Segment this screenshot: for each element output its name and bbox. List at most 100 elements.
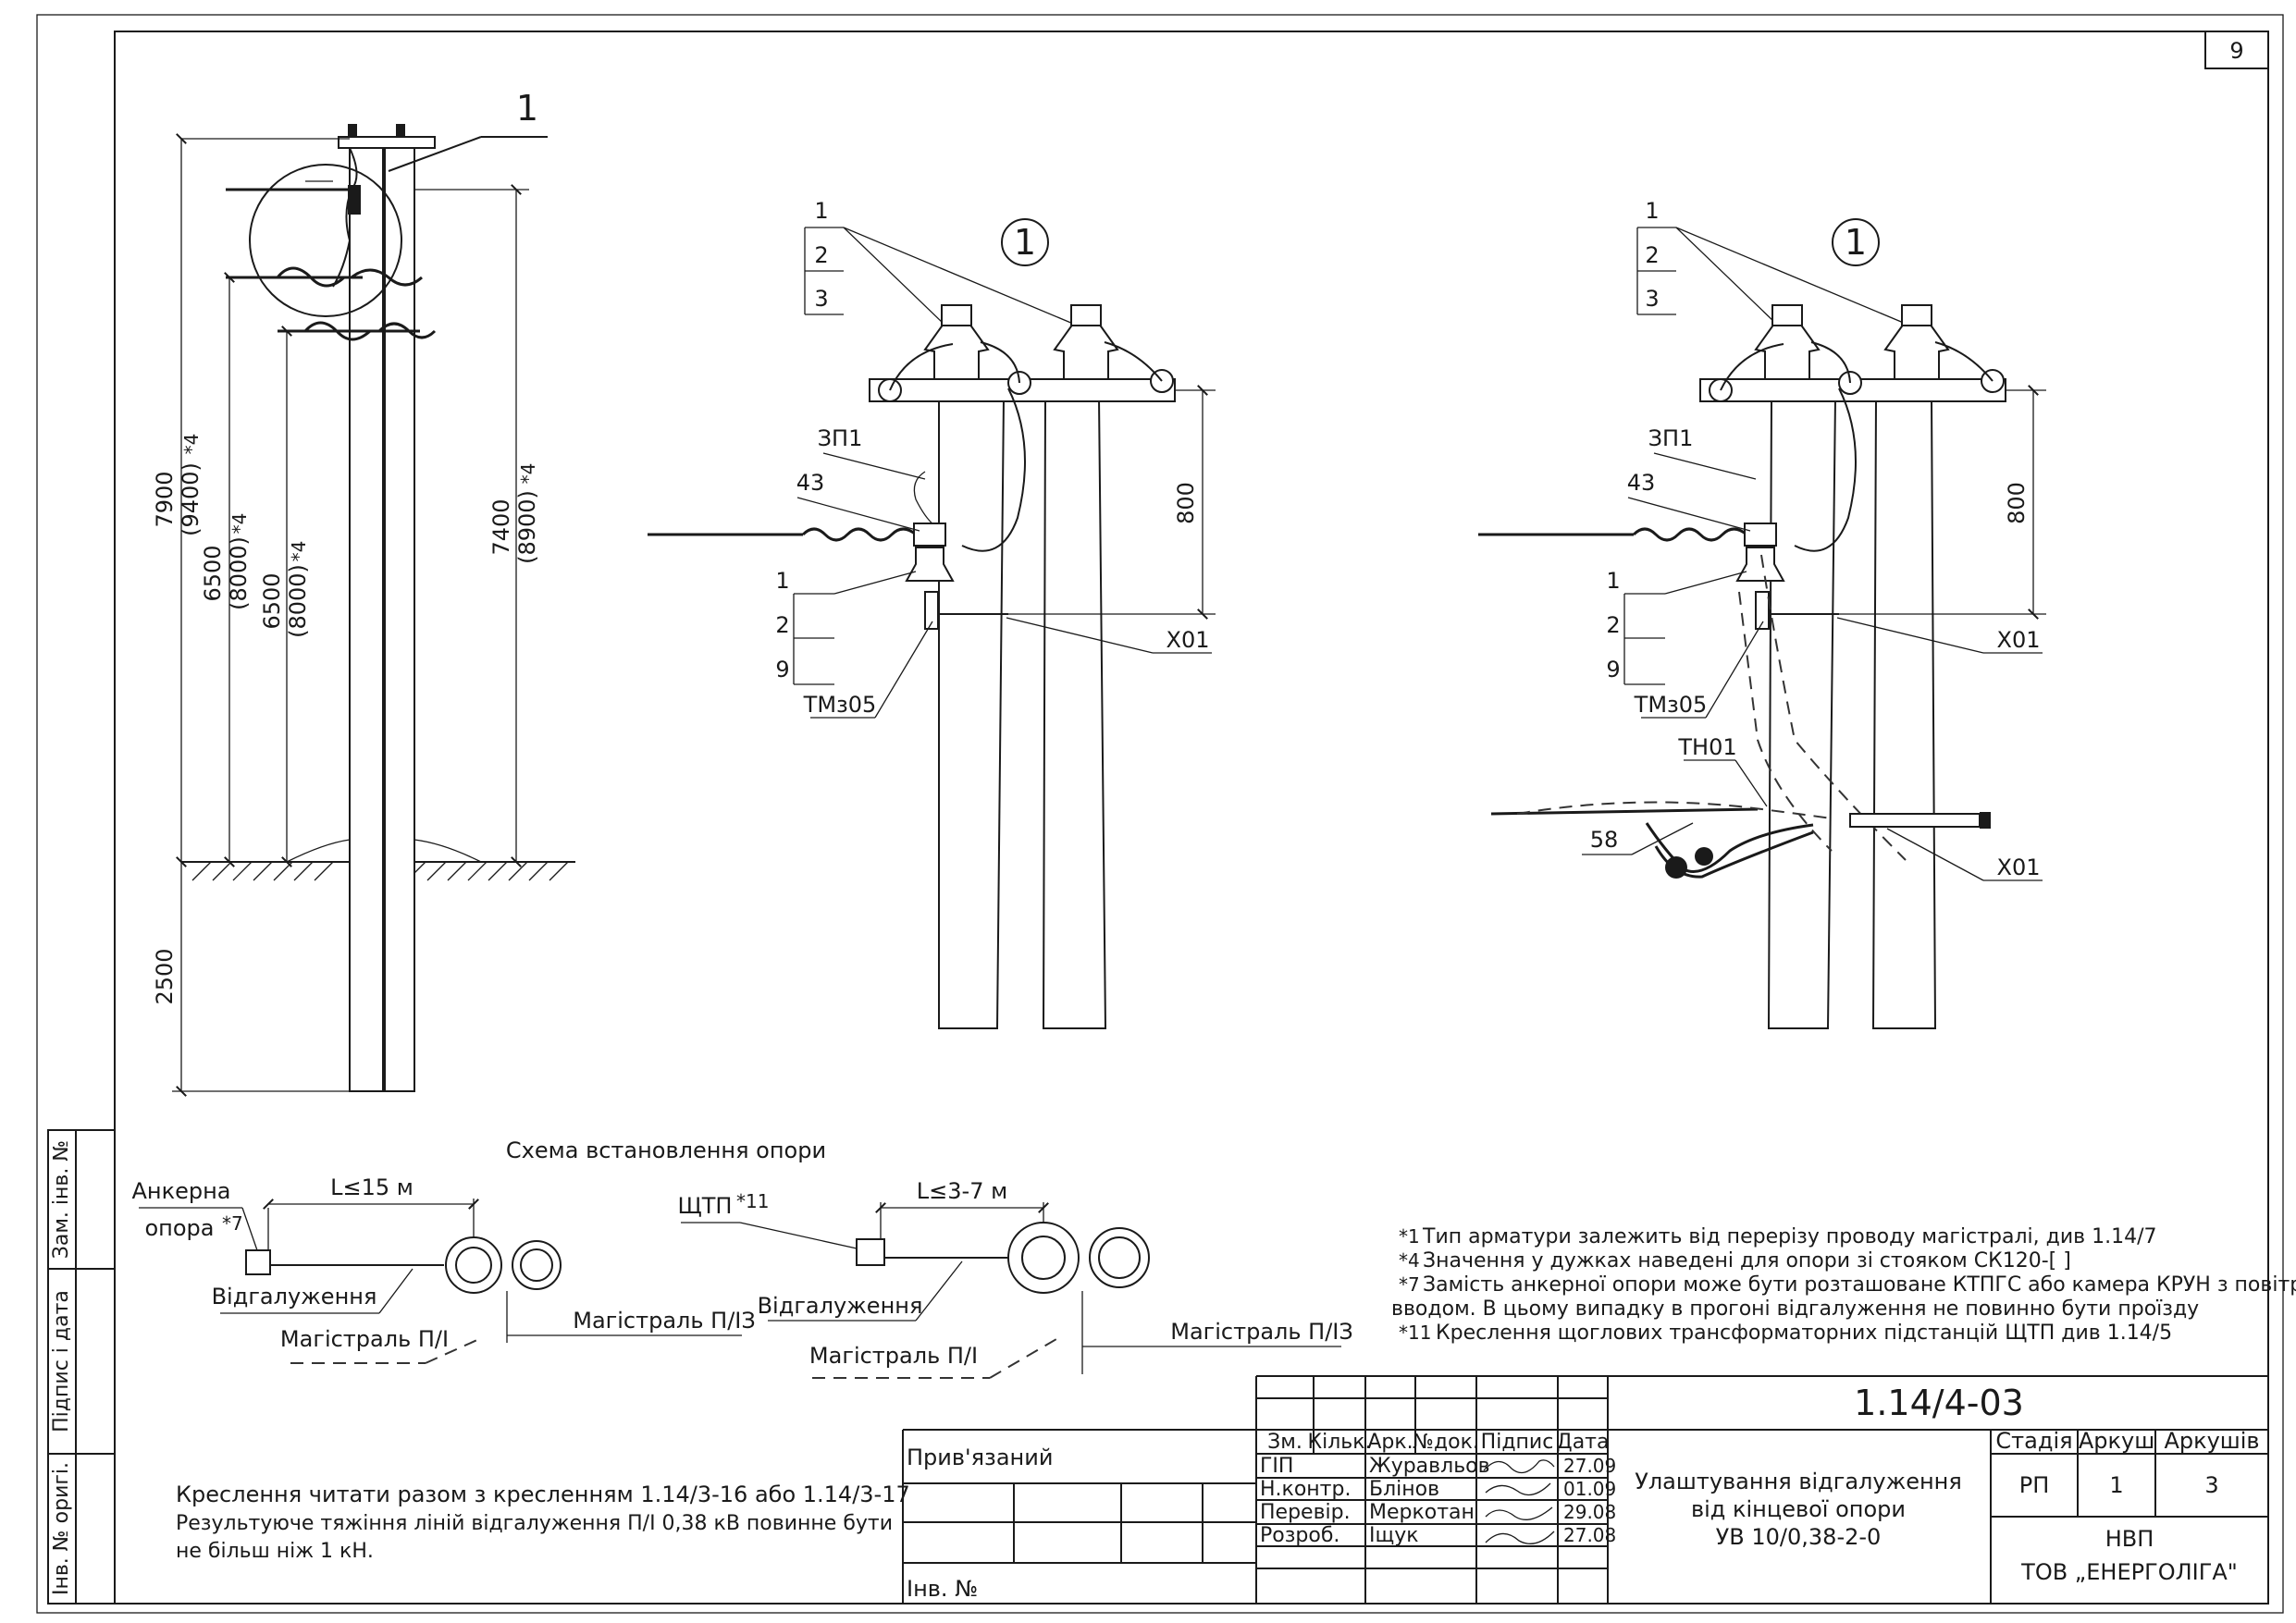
scheme-main-pl3-left: Магістраль П/ІЗ: [573, 1308, 756, 1334]
note-line-3: не більш ніж 1 кН.: [176, 1540, 374, 1563]
detail-right-circle-label: 1: [1845, 222, 1867, 263]
drawing-title-line-1: Улаштування відгалуження: [1635, 1469, 1962, 1494]
dim-8000-b: (8000): [285, 564, 311, 638]
detail-left-ref-3: 3: [814, 286, 828, 312]
privyazanyi-label: Прив'язаний: [907, 1445, 1053, 1470]
drawing-title-line-3: УВ 10/0,38-2-0: [1716, 1524, 1882, 1550]
title-block: 1.14/4-03 Прив'язаний Інв. № Зм. Кільк. …: [902, 1375, 2268, 1604]
scheme-main-pl-left: Магістраль П/І: [280, 1326, 449, 1352]
date-gip: 27.09: [1563, 1455, 1616, 1477]
detail-right-tn01: ТН01: [1677, 734, 1736, 760]
footnote-1-text: Тип арматури залежить від перерізу прово…: [1422, 1225, 2156, 1248]
detail-left-lower-ref-1: 1: [775, 568, 789, 594]
date-nkontr: 01.09: [1563, 1478, 1616, 1500]
dim-note-4-d: *4: [517, 463, 539, 485]
detail-right-zp1: ЗП1: [1648, 425, 1694, 451]
scheme-length-right: L≤3-7 м: [917, 1178, 1007, 1204]
callout-1-label: 1: [516, 88, 538, 129]
header-data: Дата: [1557, 1431, 1610, 1454]
scheme-anchor-line1: Анкерна: [131, 1178, 230, 1204]
role-perevir: Перевір.: [1260, 1501, 1351, 1524]
detail-right-ref-1: 1: [1645, 198, 1659, 224]
side-stamp-inv-orig: Інв. № оригі.: [50, 1462, 73, 1595]
dim-2500: 2500: [152, 948, 178, 1004]
detail-left-dim-800: 800: [1173, 482, 1199, 524]
detail-right-lower-ref-1: 1: [1606, 568, 1620, 594]
dim-8900: (8900): [514, 490, 540, 564]
footnote-7-continued: вводом. В цьому випадку в прогоні відгал…: [1391, 1297, 2199, 1321]
date-perevir: 29.08: [1563, 1501, 1616, 1523]
side-stamp: Зам. інв. № Підпис і дата Інв. № оригі.: [47, 1129, 116, 1605]
header-ark: Арк.: [1367, 1431, 1413, 1454]
scheme-anchor-note: *7: [222, 1212, 243, 1235]
org-line-1: НВП: [2105, 1526, 2154, 1552]
footnote-4-mark: *4: [1399, 1249, 1420, 1272]
sheets-header: Аркушів: [2164, 1428, 2259, 1454]
header-pidpys: Підпис: [1481, 1431, 1554, 1454]
role-nkontr: Н.контр.: [1260, 1478, 1351, 1501]
detail-right-43: 43: [1627, 470, 1656, 496]
sheet-header: Аркуш: [2079, 1428, 2154, 1454]
header-zm: Зм.: [1267, 1431, 1302, 1454]
footnote-11-text: Креслення щоглових трансформаторних підс…: [1436, 1322, 2172, 1345]
role-rozrob: Розроб.: [1260, 1524, 1339, 1547]
detail-left-x01: Х01: [1167, 627, 1210, 653]
detail-left-circle-label: 1: [1014, 222, 1036, 263]
role-gip: ГІП: [1260, 1455, 1293, 1478]
scheme-anchor-line2: опора: [145, 1215, 215, 1241]
inv-no-label: Інв. №: [907, 1576, 978, 1602]
detail-left-zp1: ЗП1: [818, 425, 863, 451]
scheme-branch-left: Відгалуження: [212, 1284, 377, 1309]
scheme-shtp: ЩТП: [678, 1193, 733, 1219]
detail-left-ref-1: 1: [814, 198, 828, 224]
header-kilk: Кільк.: [1307, 1431, 1371, 1454]
footnote-7-text: Замість анкерної опори може бути розташо…: [1423, 1273, 2296, 1297]
detail-left-tmz05: ТМз05: [803, 692, 877, 718]
org-line-2: ТОВ „ЕНЕРГОЛІГА": [2020, 1559, 2238, 1585]
detail-right-ref-3: 3: [1645, 286, 1659, 312]
sheet-value: 1: [2109, 1472, 2123, 1498]
sheet-frame: 9: [36, 14, 2284, 1614]
detail-left: 1 1 2 3: [648, 198, 1216, 1029]
header-ndok: №док.: [1413, 1431, 1479, 1454]
detail-left-lower-ref-9: 9: [775, 657, 789, 682]
footnote-7-mark: *7: [1399, 1273, 1420, 1296]
scheme-main-pl3-right: Магістраль П/ІЗ: [1170, 1319, 1353, 1345]
note-line-2: Результуюче тяжіння ліній відгалуження П…: [176, 1512, 893, 1535]
scheme-title: Схема встановлення опори: [506, 1137, 826, 1163]
detail-left-ref-2: 2: [814, 242, 828, 268]
name-gip: Журавльов: [1369, 1455, 1490, 1478]
title-code: 1.14/4-03: [1854, 1383, 2024, 1423]
detail-right-ref-2: 2: [1645, 242, 1659, 268]
date-rozrob: 27.08: [1563, 1524, 1616, 1546]
detail-right-x01-bottom: Х01: [1997, 855, 2041, 880]
pole-elevation: 1 7900 (9400) *4 6500 (8000) *4 6500 (80…: [152, 88, 575, 1097]
name-rozrob: Іщук: [1369, 1524, 1419, 1547]
dim-note-4-c: *4: [288, 541, 310, 562]
detail-right-x01-top: Х01: [1997, 627, 2041, 653]
detail-right-58: 58: [1590, 827, 1619, 853]
scheme-main-pl-right: Магістраль П/І: [809, 1343, 978, 1369]
dim-8000-a: (8000): [226, 536, 252, 610]
side-stamp-pidpys: Підпис і дата: [50, 1290, 73, 1432]
name-nkontr: Блінов: [1369, 1478, 1439, 1501]
footnote-4-text: Значення у дужках наведені для опори зі …: [1423, 1249, 2071, 1273]
dim-7400: 7400: [488, 498, 514, 555]
footnote-11-mark: *11: [1399, 1322, 1431, 1344]
detail-right-tmz05: ТМз05: [1634, 692, 1708, 718]
sheet-number: 9: [2229, 38, 2243, 64]
footnotes: *1 Тип арматури залежить від перерізу пр…: [1391, 1225, 2296, 1345]
stage-header: Стадія: [1995, 1428, 2072, 1454]
sheets-value: 3: [2204, 1472, 2218, 1498]
dim-6500-a: 6500: [200, 545, 226, 601]
dim-6500-b: 6500: [259, 572, 285, 629]
signatures: [1483, 1459, 1555, 1544]
detail-left-43: 43: [796, 470, 825, 496]
installation-scheme: Схема встановлення опори Анкерна опора *…: [131, 1137, 1353, 1379]
general-notes: Креслення читати разом з кресленням 1.14…: [176, 1482, 910, 1563]
footnote-1-mark: *1: [1399, 1225, 1420, 1248]
detail-left-lower-ref-2: 2: [775, 612, 789, 638]
scheme-length-left: L≤15 м: [330, 1174, 414, 1200]
detail-right-dim-800: 800: [2004, 482, 2030, 524]
